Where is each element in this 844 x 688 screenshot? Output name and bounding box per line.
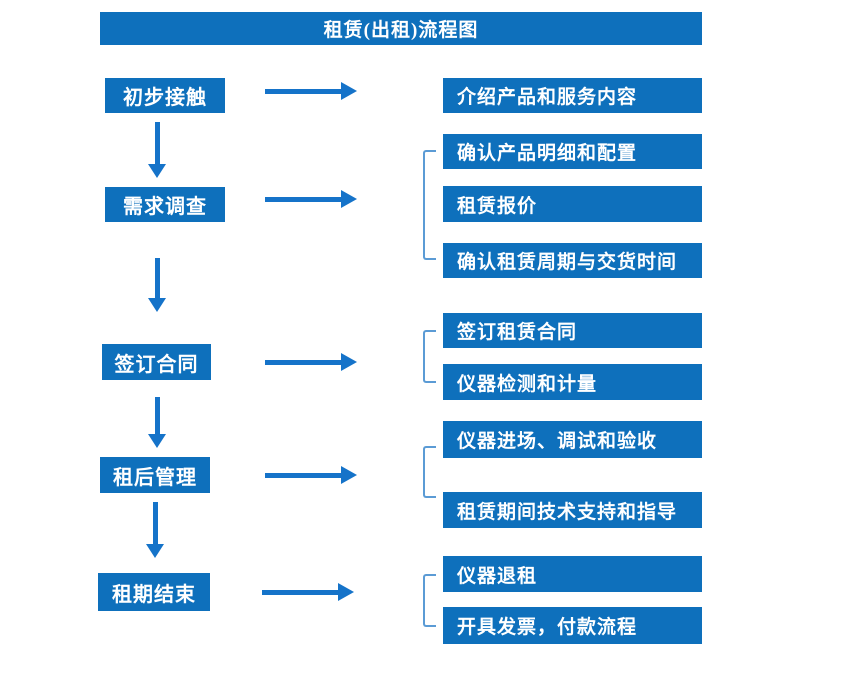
detail-box-installation-acceptance: 仪器进场、调试和验收 [443,421,702,458]
arrow-head [338,583,354,601]
arrow-head [341,190,357,208]
arrow-shaft [262,589,339,595]
arrow-down-icon [146,502,164,558]
flow-step-sign-contract: 签订合同 [102,344,211,380]
arrow-head [146,544,164,558]
flow-step-rental-end: 租期结束 [98,573,210,611]
detail-box-instrument-inspection: 仪器检测和计量 [443,364,702,400]
arrow-shaft [152,502,158,544]
arrow-shaft [154,122,160,164]
flow-step-post-rental-management: 租后管理 [100,457,210,493]
arrow-down-icon [148,397,166,448]
detail-box-sign-rental-contract: 签订租赁合同 [443,313,702,348]
detail-box-technical-support: 租赁期间技术支持和指导 [443,492,702,528]
detail-box-rental-quote: 租赁报价 [443,186,702,222]
arrow-shaft [265,88,342,94]
arrow-right-icon [262,583,354,601]
arrow-head [148,298,166,312]
group-bracket-icon [423,150,436,260]
page-title: 租赁(出租)流程图 [100,12,702,45]
arrow-shaft [265,196,342,202]
detail-box-instrument-return: 仪器退租 [443,556,702,592]
arrow-shaft [265,359,342,365]
group-bracket-icon [423,446,436,498]
group-bracket-icon [423,574,436,627]
group-bracket-icon [423,330,436,383]
arrow-down-icon [148,258,166,312]
arrow-head [341,466,357,484]
detail-box-confirm-config: 确认产品明细和配置 [443,134,702,169]
flow-step-demand-survey: 需求调查 [105,187,225,222]
arrow-right-icon [265,190,357,208]
arrow-head [341,353,357,371]
detail-box-confirm-period-delivery: 确认租赁周期与交货时间 [443,243,702,278]
arrow-right-icon [265,353,357,371]
arrow-head [148,164,166,178]
detail-box-introduce-services: 介绍产品和服务内容 [443,78,702,113]
arrow-down-icon [148,122,166,178]
arrow-shaft [154,397,160,434]
arrow-right-icon [265,82,357,100]
arrow-shaft [154,258,160,298]
arrow-head [341,82,357,100]
arrow-shaft [265,472,342,478]
arrow-head [148,434,166,448]
flow-step-initial-contact: 初步接触 [105,78,225,113]
detail-box-invoice-payment: 开具发票，付款流程 [443,607,702,644]
arrow-right-icon [265,466,357,484]
